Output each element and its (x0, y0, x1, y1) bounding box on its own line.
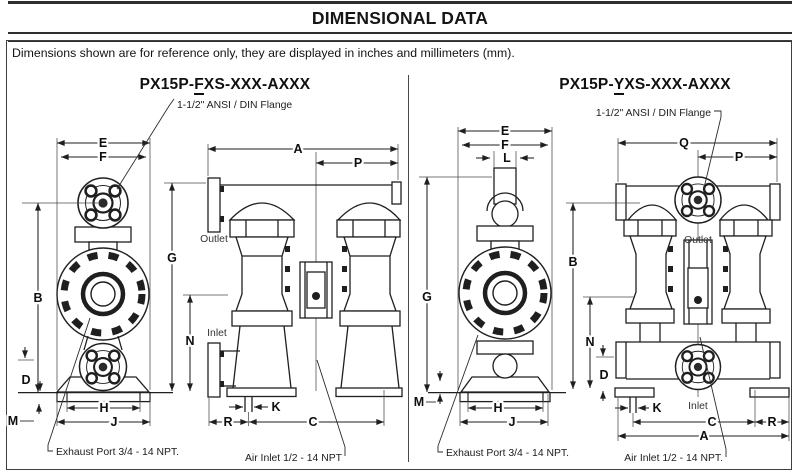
dim-label-E: E (99, 136, 107, 150)
left-front-view (18, 138, 173, 403)
outlet-label: Outlet (684, 235, 712, 246)
right-model-variant: Y (613, 76, 625, 95)
left-callouts: 1-1/2" ANSI / DIN Flange Exhaust Port 3/… (47, 98, 346, 466)
dim-label-J: J (509, 415, 516, 429)
dim-label-M: M (414, 395, 424, 409)
air-inlet-callout: Air Inlet 1/2 - 14 NPT (245, 453, 343, 464)
dim-label-R: R (223, 415, 232, 429)
page-title: DIMENSIONAL DATA (311, 8, 489, 28)
half-divider (407, 75, 410, 462)
dim-label-N: N (585, 335, 594, 349)
bottom-flange-icon (78, 342, 128, 392)
exhaust-callout: Exhaust Port 3/4 - 14 NPT. (446, 448, 569, 459)
right-front-view (428, 127, 566, 403)
right-diagram: E F L G M H J B Q P N D K (412, 106, 790, 466)
inlet-flange-icon (674, 343, 722, 391)
dim-label-H: H (493, 401, 502, 415)
header-top-rule (8, 1, 792, 4)
right-model-prefix: PX15P- (559, 76, 614, 93)
dim-label-F: F (501, 138, 509, 152)
left-model-prefix: PX15P- (139, 76, 195, 93)
outlet-flange-icon (673, 175, 723, 225)
dim-label-C: C (308, 415, 317, 429)
dim-label-P: P (735, 150, 743, 164)
content-box (6, 40, 792, 470)
dim-label-G: G (167, 251, 177, 265)
left-model-suffix: XS-XXX-AXXX (203, 76, 311, 93)
dim-label-G: G (422, 290, 432, 304)
dim-label-D: D (599, 368, 608, 382)
dim-label-J: J (111, 415, 118, 429)
dim-label-B: B (33, 291, 42, 305)
left-model-number: PX15P-FXS-XXX-AXXX (40, 76, 410, 95)
exhaust-callout: Exhaust Port 3/4 - 14 NPT. (56, 447, 179, 458)
dim-label-P: P (354, 156, 362, 170)
air-inlet-callout: Air Inlet 1/2 - 14 NPT. (624, 453, 723, 464)
left-dimensions: E F B D M H J A P G N K R (6, 134, 399, 431)
right-callouts: 1-1/2" ANSI / DIN Flange Exhaust Port 3/… (437, 106, 727, 466)
flange-callout: 1-1/2" ANSI / DIN Flange (596, 108, 711, 119)
outlet-label: Outlet (200, 234, 228, 245)
dim-label-R: R (767, 415, 776, 429)
inlet-label: Inlet (207, 328, 227, 339)
dim-label-M: M (8, 414, 18, 428)
left-model-variant: F (194, 76, 204, 95)
inlet-label: Inlet (688, 401, 708, 412)
right-model-suffix: XS-XXX-AXXX (624, 76, 731, 93)
dim-label-F: F (99, 150, 107, 164)
right-side-view (614, 150, 790, 413)
right-model-number: PX15P-YXS-XXX-AXXX (480, 76, 800, 95)
dim-label-A: A (293, 142, 302, 156)
dim-label-Q: Q (679, 136, 689, 150)
left-side-view (207, 152, 403, 412)
dim-label-H: H (99, 401, 108, 415)
left-diagram: E F B D M H J A P G N K R (6, 98, 403, 466)
dim-label-D: D (21, 373, 30, 387)
reference-note: Dimensions shown are for reference only,… (12, 46, 515, 60)
dim-label-K: K (652, 401, 661, 415)
dim-label-B: B (568, 255, 577, 269)
dim-label-C: C (707, 415, 716, 429)
right-dimensions: E F L G M H J B Q P N D K (412, 122, 790, 445)
flange-callout: 1-1/2" ANSI / DIN Flange (177, 100, 292, 111)
header-bottom-rule (8, 32, 792, 42)
pump-body (57, 248, 149, 340)
dim-label-A: A (699, 429, 708, 443)
dim-label-N: N (185, 334, 194, 348)
dim-label-K: K (271, 400, 280, 414)
pump-body (459, 247, 551, 339)
dim-label-E: E (501, 124, 509, 138)
dim-label-L: L (503, 151, 511, 165)
